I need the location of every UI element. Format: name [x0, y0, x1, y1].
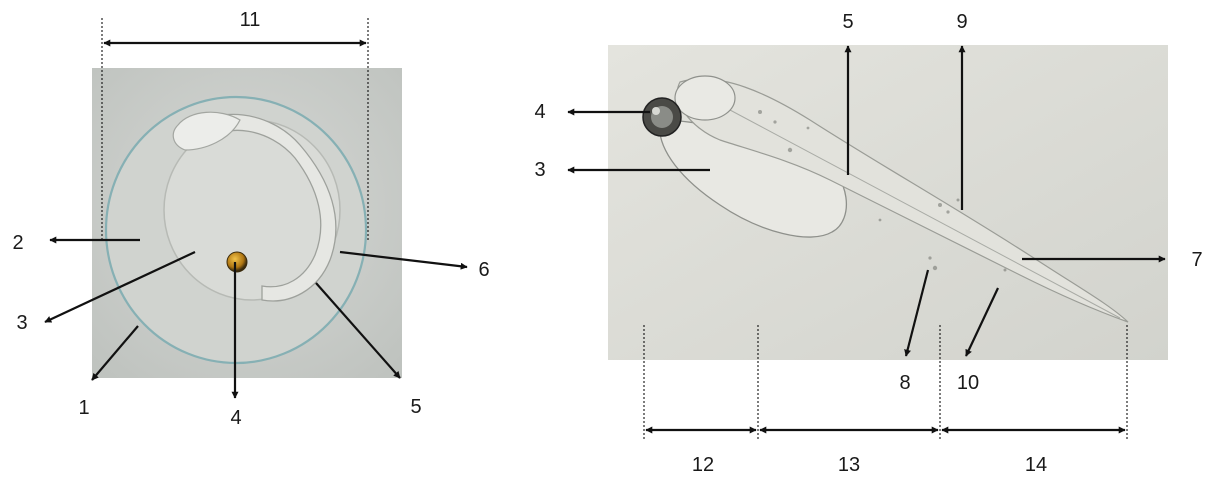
- label-r3: 3: [534, 160, 545, 180]
- larva-head: [675, 76, 735, 120]
- label-r9: 9: [956, 12, 967, 32]
- label-r12: 12: [692, 455, 714, 475]
- label-5: 5: [410, 397, 421, 417]
- label-11: 11: [240, 10, 261, 30]
- label-r10: 10: [957, 373, 979, 393]
- label-r13: 13: [838, 455, 860, 475]
- label-r4: 4: [534, 102, 545, 122]
- label-3: 3: [16, 313, 27, 333]
- label-r7: 7: [1191, 250, 1202, 270]
- label-r5: 5: [842, 12, 853, 32]
- label-r14: 14: [1025, 455, 1047, 475]
- label-4: 4: [230, 408, 241, 428]
- embryo-photo: [92, 68, 402, 378]
- label-r8: 8: [899, 373, 910, 393]
- embryo-eye: [227, 252, 247, 272]
- label-6: 6: [478, 260, 489, 280]
- label-2: 2: [12, 233, 23, 253]
- larva-photo: [608, 45, 1168, 360]
- label-1: 1: [78, 398, 89, 418]
